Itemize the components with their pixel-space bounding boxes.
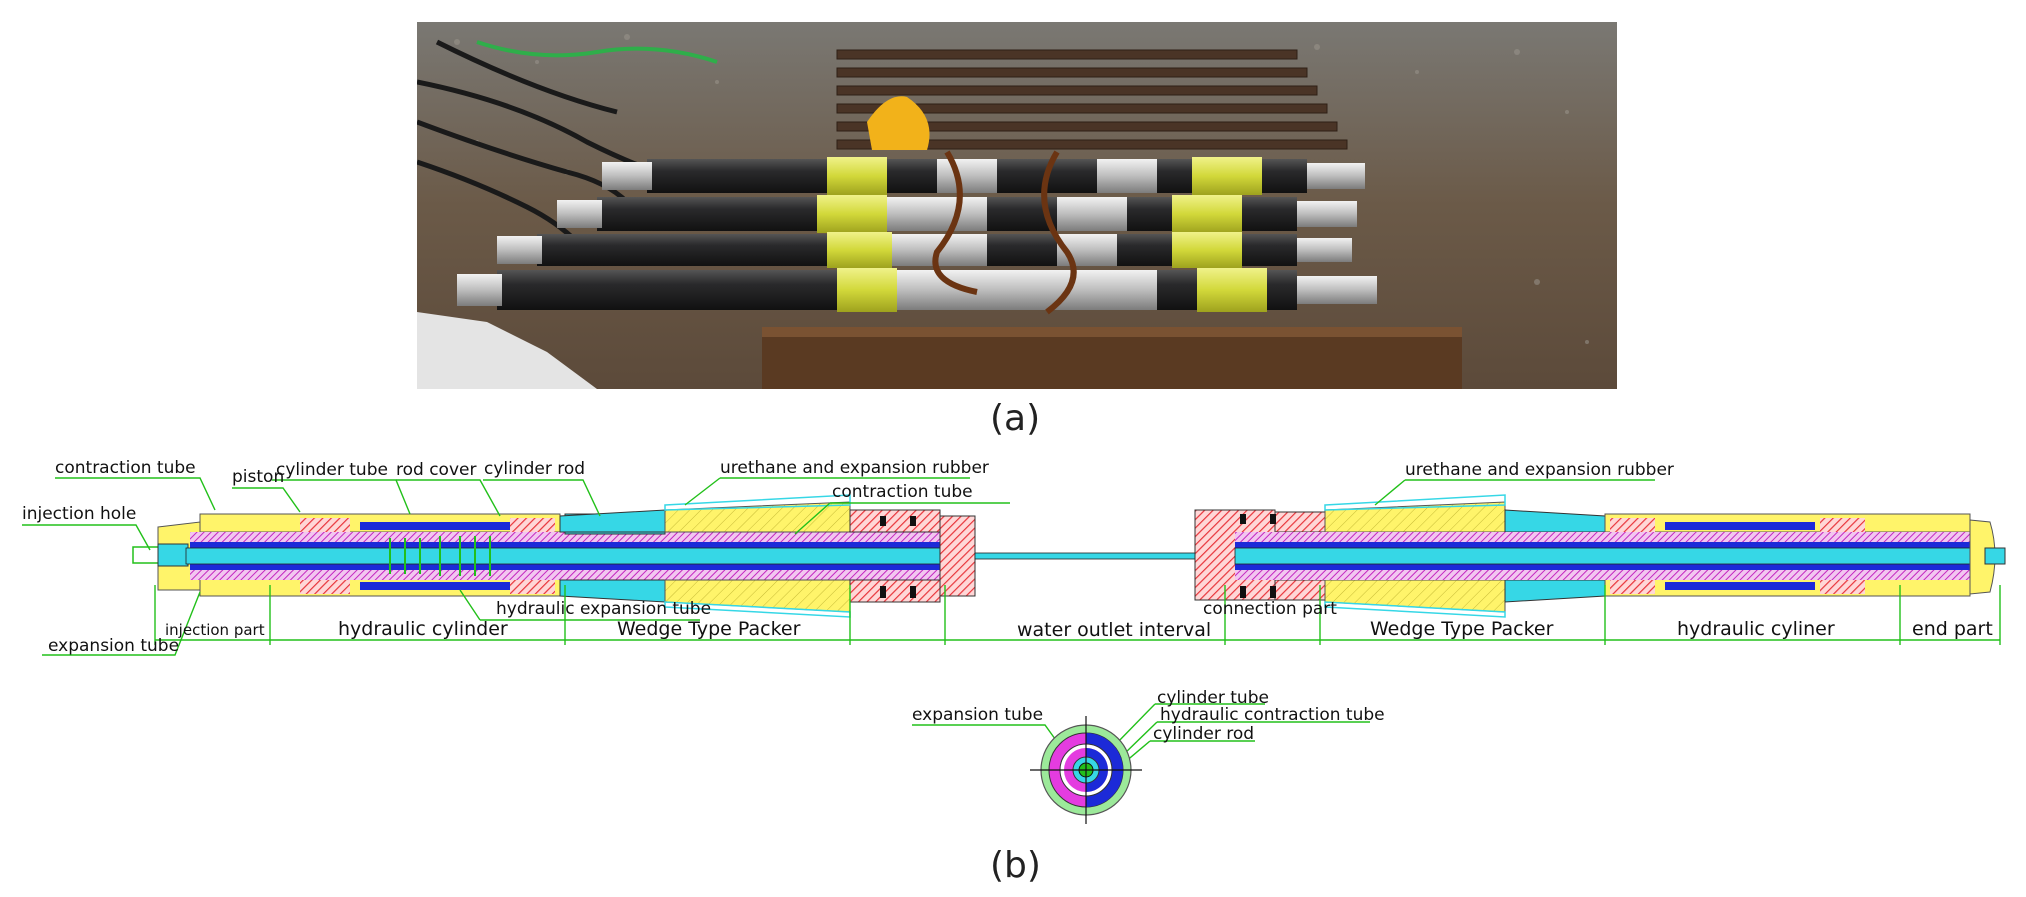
label-end-part: end part [1912,618,1993,640]
label-wedge-left: Wedge Type Packer [617,618,801,640]
rod-cover-top [360,522,510,530]
rod-cover-bottom [360,582,510,590]
label-urethane-right: urethane and expansion rubber [1405,460,1674,480]
label-contraction-tube: contraction tube [55,458,196,478]
wedge-cone-bottom-right [1504,579,1606,603]
contraction-tube-end-bottom [849,579,941,603]
dimension-lines [154,585,2001,645]
piston-seal-bottom [300,580,350,594]
label-section-expansion-tube: expansion tube [912,705,1043,725]
label-section-cylinder-rod: cylinder rod [1153,724,1254,744]
cross-section [1030,716,1142,824]
label-expansion-tube: expansion tube [48,636,179,656]
label-cylinder-rod: cylinder rod [484,459,585,479]
label-section-cylinder-tube: cylinder tube [1157,688,1269,708]
pallet-base [762,327,1462,389]
hydraulic-tube-bottom [190,570,950,580]
yellow-bag [867,96,930,150]
label-wedge-right: Wedge Type Packer [1370,618,1554,640]
right-assembly [1194,494,2006,618]
label-urethane-left: urethane and expansion rubber [720,458,989,478]
packer-3 [497,232,1352,268]
labels: contraction tube piston cylinder tube ro… [22,458,1993,744]
leader-lines [22,477,1655,769]
label-connection-part: connection part [1203,599,1337,619]
green-hose [476,40,718,64]
label-injection-part: injection part [165,621,265,639]
wedge-cone-top [559,509,666,533]
label-water-outlet: water outlet interval [1017,619,1211,641]
packer-photo [417,22,1617,389]
piston-seal-top [300,518,350,532]
straps [932,150,1077,315]
label-hydraulic-cyliner: hydraulic cyliner [1677,618,1835,640]
label-piston: piston [232,467,284,487]
packer-2 [557,195,1357,233]
packer-4 [457,268,1377,312]
connecting-rod [974,552,1201,560]
left-assembly [132,494,976,618]
hydraulic-tube-top [190,532,950,542]
caption-a: (a) [990,398,1041,439]
label-section-hydraulic-contraction-tube: hydraulic contraction tube [1160,705,1385,725]
wedge-cone-top-right [1504,509,1606,533]
label-contraction-tube-2: contraction tube [832,482,973,502]
contraction-tube-end-top [849,509,941,533]
piston-fins [389,536,491,576]
white-bag [417,312,597,389]
cylinder-rod-right [1234,547,1991,565]
label-rod-cover: rod cover [396,460,476,480]
label-hydraulic-cylinder: hydraulic cylinder [338,618,508,640]
label-injection-hole: injection hole [22,504,136,524]
label-hydraulic-expansion-tube: hydraulic expansion tube [496,599,711,619]
cylinder-rod [185,547,957,565]
caption-b: (b) [990,845,1041,886]
photo-panel [417,22,1617,389]
pallet-top [836,49,1348,150]
injection-hole-nipple [132,546,160,564]
label-cylinder-tube: cylinder tube [276,460,388,480]
packer-1 [602,157,1365,195]
